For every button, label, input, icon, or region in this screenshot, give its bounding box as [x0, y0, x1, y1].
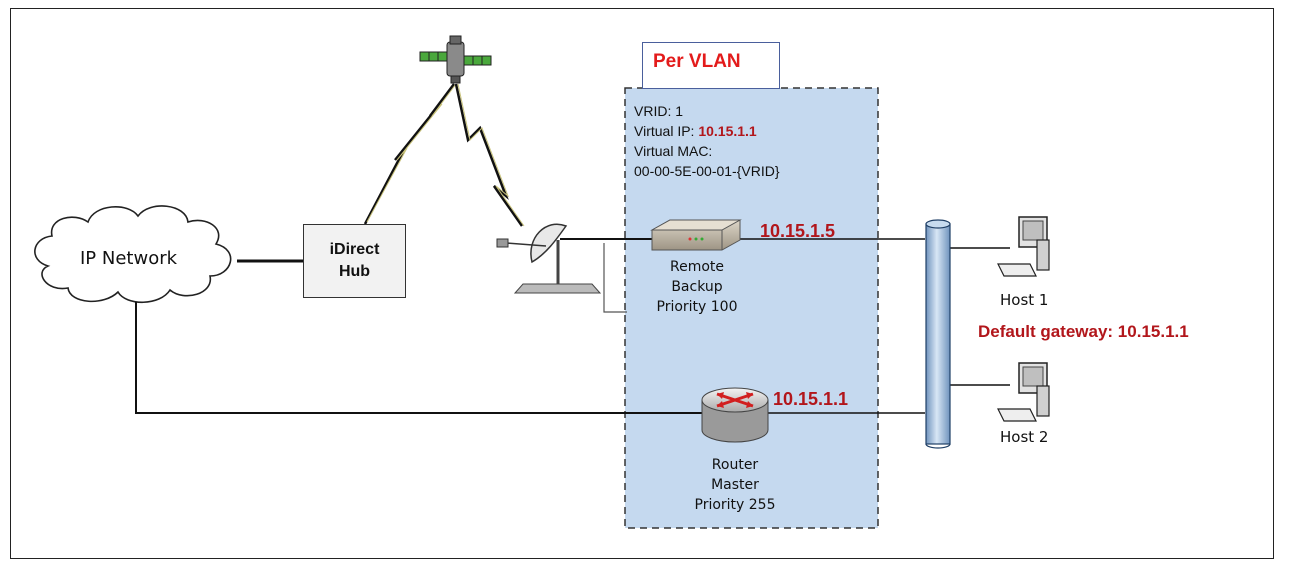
- dish-secondary-link: [603, 243, 627, 313]
- router-icon: [701, 387, 769, 443]
- ip-network-cloud: [34, 205, 232, 303]
- remote-label-line1: Remote: [669, 259, 725, 275]
- host1-label: Host 1: [1000, 291, 1049, 309]
- default-gateway-label: Default gateway: 10.15.1.1: [978, 322, 1189, 341]
- virtual-ip-label: Virtual IP:: [634, 123, 699, 139]
- remote-label: Remote Backup Priority 100: [646, 257, 748, 317]
- vlan-title: Per VLAN: [653, 51, 741, 72]
- vlan-title-box: Per VLAN: [642, 42, 780, 89]
- hub-label-line2: Hub: [338, 263, 371, 280]
- remote-ip: 10.15.1.5: [760, 221, 836, 241]
- remote-label-line2: Backup: [671, 279, 723, 295]
- remote-label-line3: Priority 100: [656, 299, 738, 315]
- router-label-line3: Priority 255: [694, 497, 776, 513]
- vrid-label: VRID: 1: [634, 103, 684, 119]
- host2-label: Host 2: [1000, 428, 1049, 446]
- virtual-mac-label: Virtual MAC:: [634, 143, 713, 159]
- hub-label-line1: iDirect: [329, 241, 380, 258]
- satellite-dish-rf-link: [454, 83, 524, 227]
- lan-bus-cylinder: [925, 219, 951, 449]
- vrrp-info: VRID: 1 Virtual IP: 10.15.1.1 Virtual MA…: [634, 101, 780, 181]
- virtual-ip-row: Virtual IP: 10.15.1.1: [634, 121, 780, 141]
- diagram-frame: [10, 8, 1274, 559]
- satellite-dish-icon: [496, 223, 602, 294]
- ip-network-label: IP Network: [80, 248, 178, 269]
- router-ip: 10.15.1.1: [773, 389, 849, 409]
- satellite-icon: [419, 35, 492, 84]
- router-label-line1: Router: [711, 457, 759, 473]
- hub-satellite-rf-glow: [366, 83, 457, 223]
- router-label-line2: Master: [711, 477, 759, 493]
- virtual-ip-value: 10.15.1.1: [698, 123, 757, 139]
- hub-satellite-rf-link: [363, 83, 455, 225]
- cloud-router-link: [135, 302, 705, 414]
- router-label: Router Master Priority 255: [683, 455, 787, 515]
- host1-computer-icon: [997, 216, 1050, 277]
- host2-computer-icon: [997, 362, 1050, 422]
- remote-modem-icon: [650, 219, 742, 251]
- satellite-dish-rf-glow: [457, 83, 525, 227]
- virtual-mac-value: 00-00-5E-00-01-{VRID}: [634, 163, 780, 179]
